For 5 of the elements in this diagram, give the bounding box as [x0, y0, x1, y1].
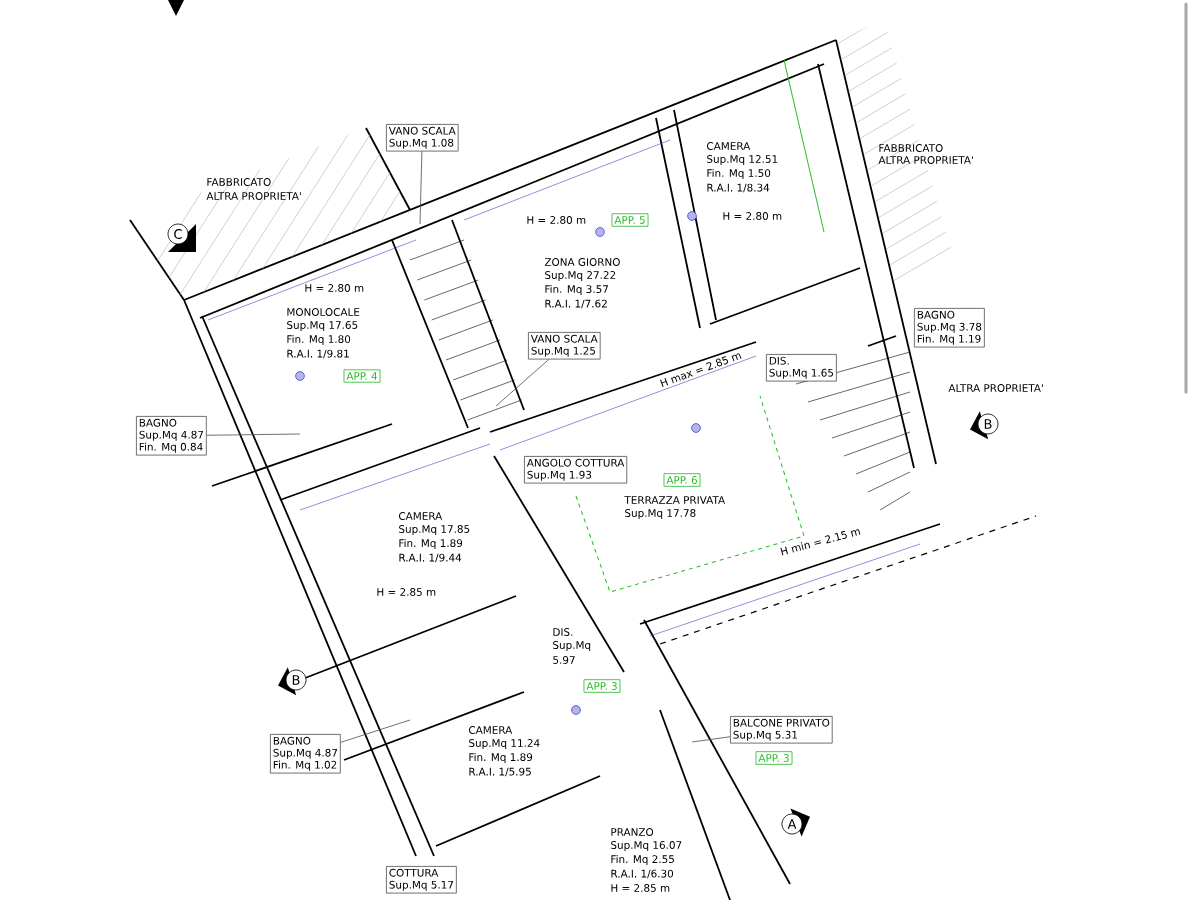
leader-line — [340, 719, 411, 743]
leader-line — [691, 736, 731, 743]
leader-line — [495, 359, 550, 407]
leader-line — [206, 433, 301, 436]
leader-line — [419, 151, 423, 225]
